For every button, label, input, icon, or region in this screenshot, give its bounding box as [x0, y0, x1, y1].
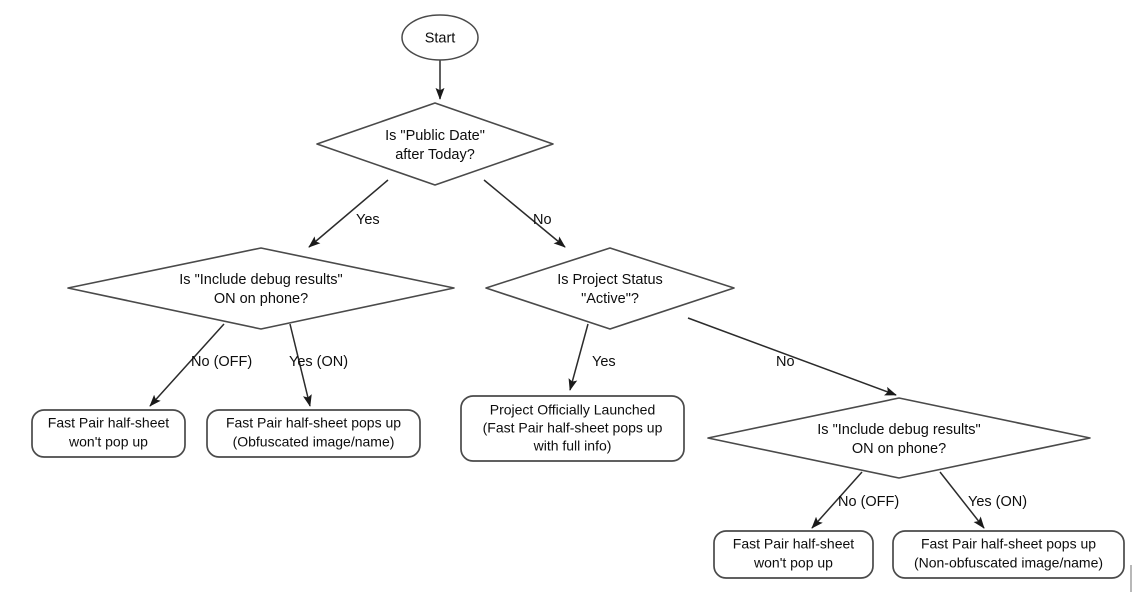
decision-project-status-line2: "Active"?: [581, 291, 639, 307]
decision-debug-left-shape: [67, 247, 455, 330]
decision-project-status-shape: [485, 247, 735, 330]
terminal-left-off-line1: Fast Pair half-sheet: [48, 415, 169, 431]
edge-debug-left-yes: [289, 323, 312, 407]
decision-project-status-line1: Is Project Status: [557, 272, 663, 288]
decision-debug-right-shape: [707, 397, 1091, 479]
edge-debug-left-no: [149, 323, 225, 407]
edge-label-project-status-yes: Yes: [592, 354, 616, 370]
node-decision-debug-right[interactable]: Is "Include debug results" ON on phone?: [707, 397, 1091, 479]
node-terminal-right-off[interactable]: Fast Pair half-sheet won't pop up: [713, 530, 874, 579]
edge-label-project-status-no: No: [776, 354, 795, 370]
decision-public-date-line2: after Today?: [395, 147, 475, 163]
terminal-left-off-shape: [31, 409, 186, 458]
node-decision-project-status[interactable]: Is Project Status "Active"?: [485, 247, 735, 330]
edge-project-status-yes: [568, 323, 589, 391]
decision-debug-left-line2: ON on phone?: [214, 291, 308, 307]
edge-debug-right-no: [811, 471, 863, 529]
node-start[interactable]: Start: [401, 14, 479, 61]
edge-public-date-yes: [308, 179, 389, 248]
terminal-left-on-shape: [206, 409, 421, 458]
terminal-launched-line2: (Fast Pair half-sheet pops up: [483, 420, 663, 436]
node-decision-public-date[interactable]: Is "Public Date" after Today?: [316, 102, 554, 186]
edges-layer: [149, 60, 985, 529]
terminal-left-on-line2: (Obfuscated image/name): [233, 434, 395, 450]
terminal-right-on-line2: (Non-obfuscated image/name): [914, 555, 1103, 571]
start-oval-shape: [401, 14, 479, 61]
decision-public-date-shape: [316, 102, 554, 186]
edge-public-date-no: [483, 179, 566, 248]
terminal-launched-line1: Project Officially Launched: [490, 402, 656, 418]
terminal-left-on-line1: Fast Pair half-sheet pops up: [226, 415, 401, 431]
decision-public-date-line1: Is "Public Date": [385, 128, 485, 144]
node-terminal-launched[interactable]: Project Officially Launched (Fast Pair h…: [460, 395, 685, 462]
terminal-launched-line3: with full info): [533, 438, 612, 454]
start-label: Start: [425, 30, 456, 46]
node-decision-debug-left[interactable]: Is "Include debug results" ON on phone?: [67, 247, 455, 330]
terminal-right-on-shape: [892, 530, 1125, 579]
edge-project-status-no: [687, 317, 897, 396]
terminal-right-off-line2: won't pop up: [753, 555, 833, 571]
decision-debug-right-line1: Is "Include debug results": [817, 422, 980, 438]
terminal-right-off-line1: Fast Pair half-sheet: [733, 536, 854, 552]
node-terminal-left-off[interactable]: Fast Pair half-sheet won't pop up: [31, 409, 186, 458]
edge-label-public-date-no: No: [533, 212, 552, 228]
terminal-launched-shape: [460, 395, 685, 462]
edge-label-debug-right-no: No (OFF): [838, 494, 899, 510]
node-terminal-right-on[interactable]: Fast Pair half-sheet pops up (Non-obfusc…: [892, 530, 1125, 579]
decision-debug-left-line1: Is "Include debug results": [179, 272, 342, 288]
edge-label-debug-right-yes: Yes (ON): [968, 494, 1027, 510]
decision-debug-right-line2: ON on phone?: [852, 441, 946, 457]
edge-label-debug-left-yes: Yes (ON): [289, 354, 348, 370]
edge-debug-right-yes: [939, 471, 985, 529]
terminal-right-on-line1: Fast Pair half-sheet pops up: [921, 536, 1096, 552]
edge-labels-layer: Yes No No (OFF) Yes (ON) Yes No No (OFF)…: [191, 212, 1027, 510]
edge-label-debug-left-no: No (OFF): [191, 354, 252, 370]
edge-label-public-date-yes: Yes: [356, 212, 380, 228]
node-terminal-left-on[interactable]: Fast Pair half-sheet pops up (Obfuscated…: [206, 409, 421, 458]
terminal-right-off-shape: [713, 530, 874, 579]
terminal-left-off-line2: won't pop up: [68, 434, 148, 450]
